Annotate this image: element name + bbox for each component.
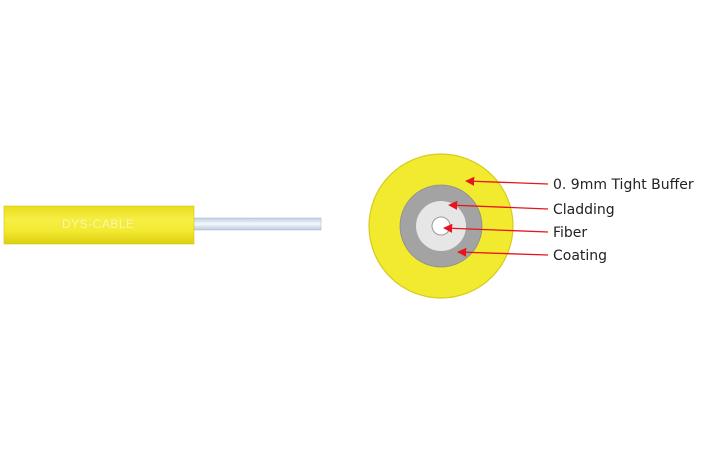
fiber-core — [431, 216, 451, 236]
label-tight-buffer: 0. 9mm Tight Buffer — [553, 177, 694, 193]
arrow-fiber — [443, 223, 549, 233]
cable-jacket — [3, 205, 195, 245]
label-fiber: Fiber — [553, 225, 587, 241]
arrow-tight-buffer — [465, 176, 549, 186]
layer-labels: 0. 9mm Tight Buffer Cladding Fiber Coati… — [553, 177, 694, 264]
arrow-cladding — [448, 200, 549, 210]
arrow-coating — [457, 247, 549, 257]
label-cladding: Cladding — [553, 202, 615, 218]
cable-side-view: DYS-CABLE — [3, 205, 322, 245]
pointer-arrows — [443, 176, 549, 257]
cable-print-text: DYS-CABLE — [62, 217, 135, 231]
cable-cross-section — [368, 153, 514, 299]
fiber-strand — [189, 217, 322, 231]
label-coating: Coating — [553, 248, 607, 264]
